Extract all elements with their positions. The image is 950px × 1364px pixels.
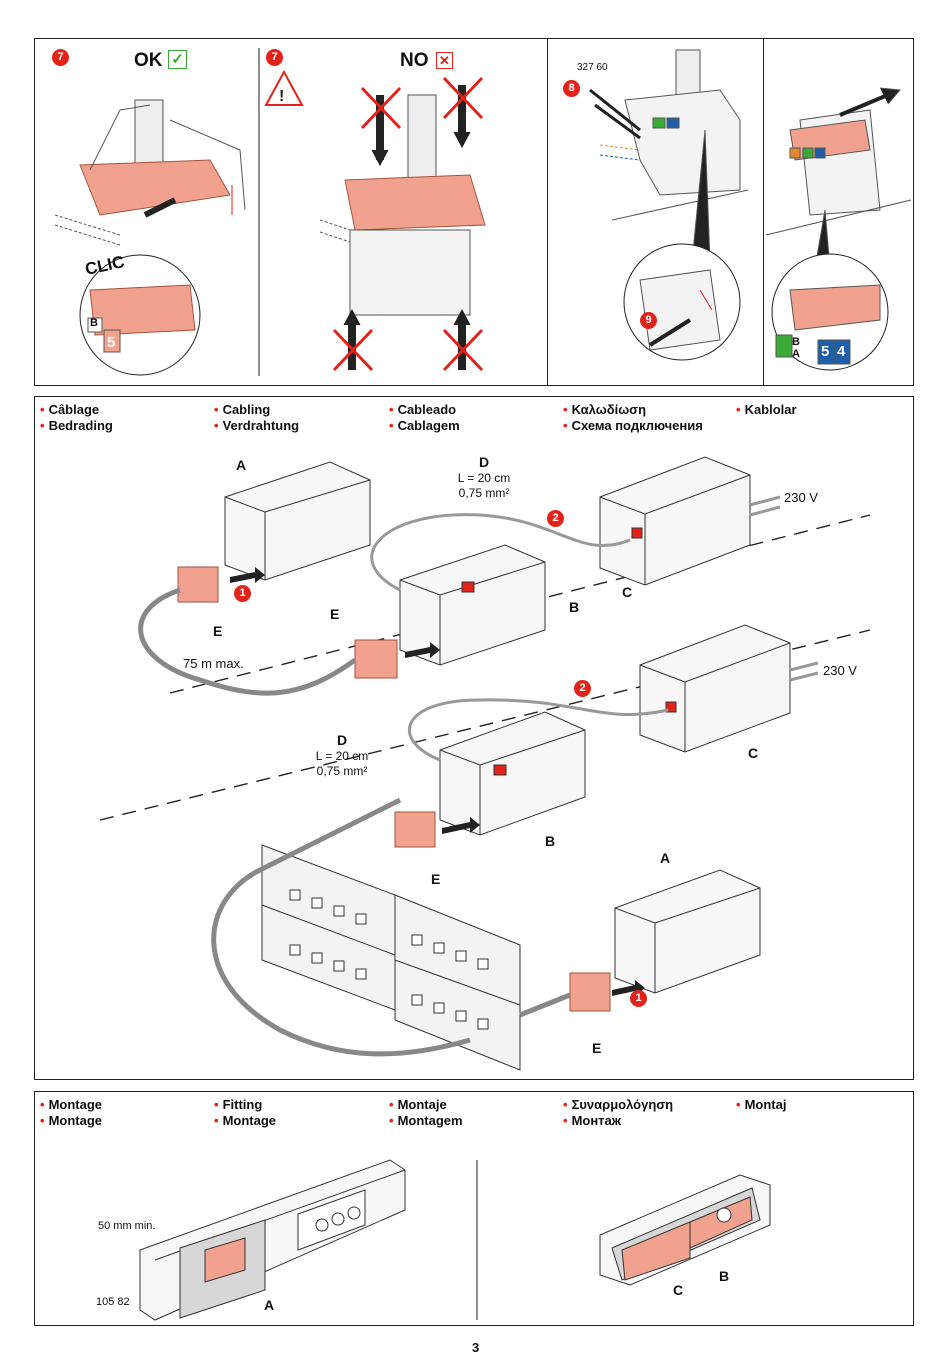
fitting-header-el: •Συναρμολόγηση•Монтаж xyxy=(563,1097,674,1128)
max-length-label: 75 m max. xyxy=(183,656,244,671)
check-icon: ✓ xyxy=(168,50,187,69)
step-2-badge-bottom: 2 xyxy=(574,680,591,697)
label-c-top: C xyxy=(622,584,633,600)
cross-icon: ✕ xyxy=(436,52,453,69)
step-7-badge-no: 7 xyxy=(266,49,283,66)
no-verdict: NO xyxy=(400,50,429,71)
device-c-bottom xyxy=(639,624,791,753)
device-a-top xyxy=(224,461,371,581)
patch-panel xyxy=(261,844,521,1071)
panel4-label-b: B xyxy=(792,336,800,348)
fitting-label-b: B xyxy=(719,1268,730,1284)
label-b-bottom: B xyxy=(545,833,556,849)
step-8-badge: 8 xyxy=(563,80,580,97)
min-distance-label: 50 mm min. xyxy=(98,1220,156,1232)
insert-module-illustration xyxy=(765,87,912,371)
device-c-top xyxy=(599,456,751,586)
cabling-header-fr: •Câblage•Bedrading xyxy=(40,402,113,433)
step-1-badge-top: 1 xyxy=(234,585,251,602)
label-e-mid: E xyxy=(330,606,340,622)
voltage-top: 230 V xyxy=(784,490,818,505)
wrong-insertion-illustration: ! xyxy=(264,69,486,372)
cables xyxy=(138,587,571,1057)
fitting-label-a: A xyxy=(264,1297,275,1313)
cabling-header-en: •Cabling•Verdrahtung xyxy=(214,402,300,433)
panel1-num5: 5 xyxy=(107,334,116,351)
panel4-label-a: A xyxy=(792,348,800,360)
top-outer-frame xyxy=(34,38,914,386)
cabling-header-el: •Καλωδίωση•Схема подключения xyxy=(563,402,703,433)
step-9-badge: 9 xyxy=(640,312,657,329)
step-7-badge-ok: 7 xyxy=(52,49,69,66)
label-b-top: B xyxy=(569,599,580,615)
panel4-num5: 5 xyxy=(821,343,830,360)
label-a-bottom: A xyxy=(660,850,671,866)
fitting-header-en: •Fitting•Montage xyxy=(214,1097,277,1128)
ok-verdict: OK xyxy=(134,50,163,71)
step-2-badge-top: 2 xyxy=(547,510,564,527)
label-a-top: A xyxy=(236,457,247,473)
fitting-header-es: •Montaje•Montagem xyxy=(389,1097,463,1128)
label-e-patch: E xyxy=(431,871,441,887)
tool-reference: 327 60 xyxy=(577,62,608,73)
fitting-frame xyxy=(34,1091,914,1326)
voltage-bottom: 230 V xyxy=(823,663,857,678)
label-e-left: E xyxy=(213,623,223,639)
fitting-label-c: C xyxy=(673,1282,684,1298)
device-b-top xyxy=(399,544,546,666)
clic-illustration xyxy=(54,99,246,376)
svg-text:!: ! xyxy=(279,88,284,105)
trunking-ref-label: 105 82 xyxy=(96,1296,130,1308)
cut-wires-illustration xyxy=(589,49,749,361)
device-b-bottom xyxy=(439,711,586,836)
label-c-bottom: C xyxy=(748,745,759,761)
label-e-bottom: E xyxy=(592,1040,602,1056)
connector-e xyxy=(177,566,611,1012)
surface-box-illustration xyxy=(599,1174,771,1286)
page-number: 3 xyxy=(472,1340,480,1355)
fitting-header-fr: •Montage•Montage xyxy=(40,1097,103,1128)
panel1-label-b: B xyxy=(90,317,98,329)
cabling-header-es: •Cableado•Cablagem xyxy=(389,402,460,433)
fitting-header-tr: •Montaj xyxy=(736,1097,787,1112)
power-cables xyxy=(370,495,819,762)
step-1-badge-bottom: 1 xyxy=(630,990,647,1007)
device-a-bottom xyxy=(614,869,761,994)
cabling-header-tr: •Kablolar xyxy=(736,402,797,417)
trunking-illustration xyxy=(139,1159,406,1321)
panel4-num4: 4 xyxy=(837,343,846,360)
cabling-frame xyxy=(34,396,914,1080)
